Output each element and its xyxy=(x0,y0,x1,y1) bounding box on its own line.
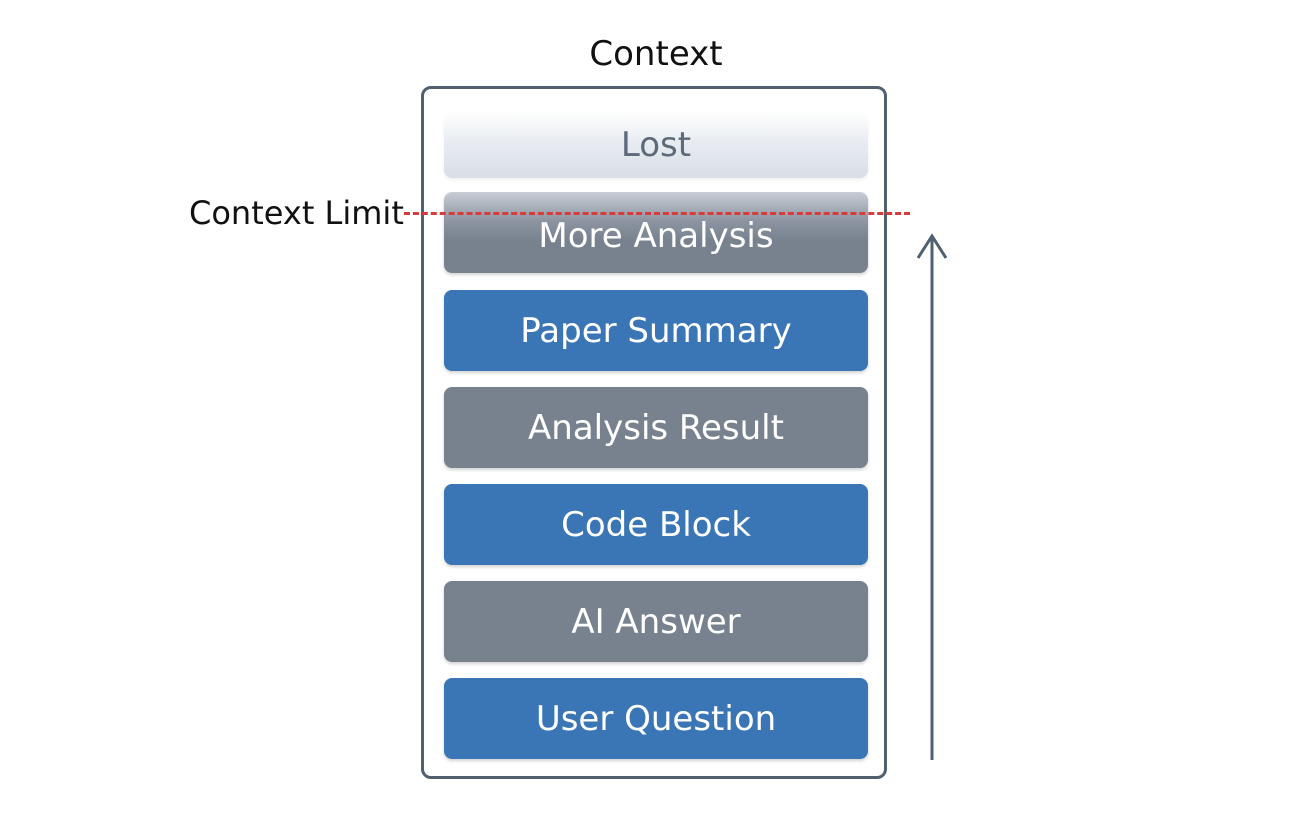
block-code-block: Code Block xyxy=(444,484,868,565)
context-limit-label: Context Limit xyxy=(189,194,404,232)
block-paper-summary: Paper Summary xyxy=(444,290,868,371)
block-more-analysis: More Analysis xyxy=(444,192,868,273)
context-limit-line xyxy=(404,212,910,215)
block-analysis-result: Analysis Result xyxy=(444,387,868,468)
diagram-title: Context xyxy=(589,34,723,74)
block-user-question: User Question xyxy=(444,678,868,759)
block-ai-answer: AI Answer xyxy=(444,581,868,662)
block-lost: Lost xyxy=(444,112,868,178)
up-arrow-icon xyxy=(916,233,948,760)
